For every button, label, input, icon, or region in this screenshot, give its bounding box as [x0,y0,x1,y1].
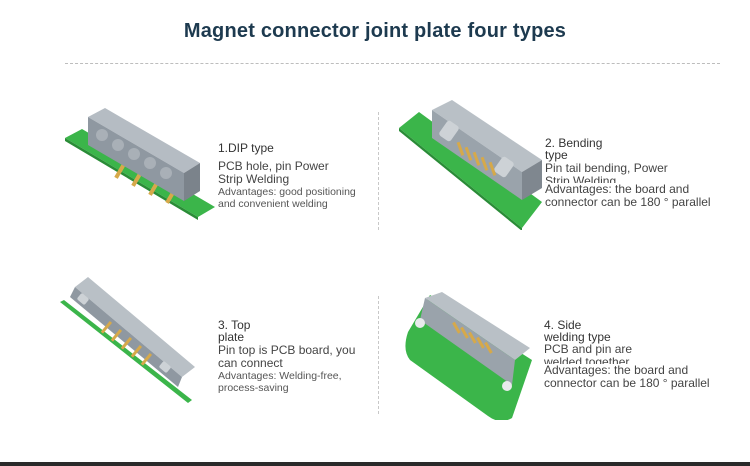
item-2-adv-line-1: Advantages: the board and [545,182,690,196]
item-4-adv-line-1: Advantages: the board and [544,363,689,377]
item-3-heading-line-2: plate [218,330,245,344]
side-welding-connector-illustration [405,292,532,420]
item-1-heading: 1.DIP type [218,141,274,155]
item-3-text: 3. Top plate Pin top is PCB board, you c… [218,319,378,394]
item-1-adv-line-2: and convenient welding [218,198,328,210]
dip-connector-illustration [65,108,215,220]
top-plate-connector-illustration [60,277,195,403]
item-1-desc-line-2: Strip Welding [218,172,290,186]
column-divider-top [378,112,379,230]
item-2-desc-line-1: Pin tail bending, Power [545,161,668,175]
item-2-desc-line-2: Strip Welding [545,175,617,183]
item-4-desc-line-1: PCB and pin are [544,342,633,356]
item-4-desc-line-2: welded together [544,356,630,364]
item-4-adv-line-2: connector can be 180 ° parallel [544,376,710,390]
bottom-bar [0,462,750,466]
item-4-text: 4. Side welding type PCB and pin are wel… [544,319,744,390]
item-3-desc-line-2: can connect [218,356,283,370]
title-divider [65,63,720,64]
item-4-heading-line-1: 4. Side [544,318,582,332]
item-3-adv-line-1: Advantages: Welding-free, [218,370,342,382]
bending-connector-illustration [399,100,542,230]
item-2-heading-line-2: type [545,148,568,162]
item-1-text: 1.DIP type PCB hole, pin Power Strip Wel… [218,142,378,210]
item-3-heading-line-1: 3. Top [218,318,251,332]
item-2-text: 2. Bending type Pin tail bending, Power … [545,137,745,209]
item-2-adv-line-2: connector can be 180 ° parallel [545,195,711,209]
page-title: Magnet connector joint plate four types [183,20,567,42]
item-1-desc-line-1: PCB hole, pin Power [218,159,329,173]
item-1-adv-line-1: Advantages: good positioning [218,186,356,198]
item-3-desc-line-1: Pin top is PCB board, you [218,343,356,357]
item-3-adv-line-2: process-saving [218,382,289,394]
column-divider-bottom [378,296,379,414]
item-2-heading-line-1: 2. Bending [545,136,603,150]
item-4-heading-line-2: welding type [544,330,611,344]
